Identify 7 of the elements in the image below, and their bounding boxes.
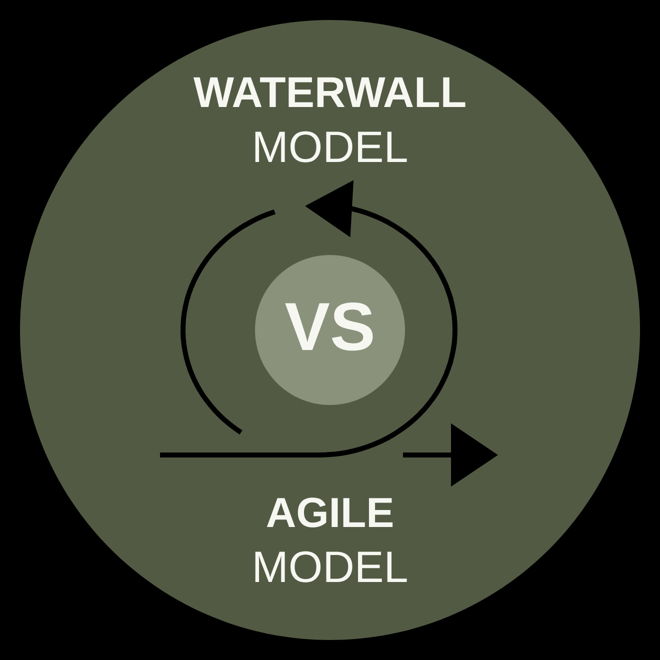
heading: AGILE: [266, 498, 393, 528]
circle-badge: [255, 255, 405, 405]
subheading: MODEL: [255, 551, 407, 582]
heading: WATERWALL: [194, 77, 466, 107]
circle-panel: [20, 20, 640, 640]
badge-text: VS: [285, 302, 373, 351]
subheading: MODEL: [255, 131, 407, 162]
